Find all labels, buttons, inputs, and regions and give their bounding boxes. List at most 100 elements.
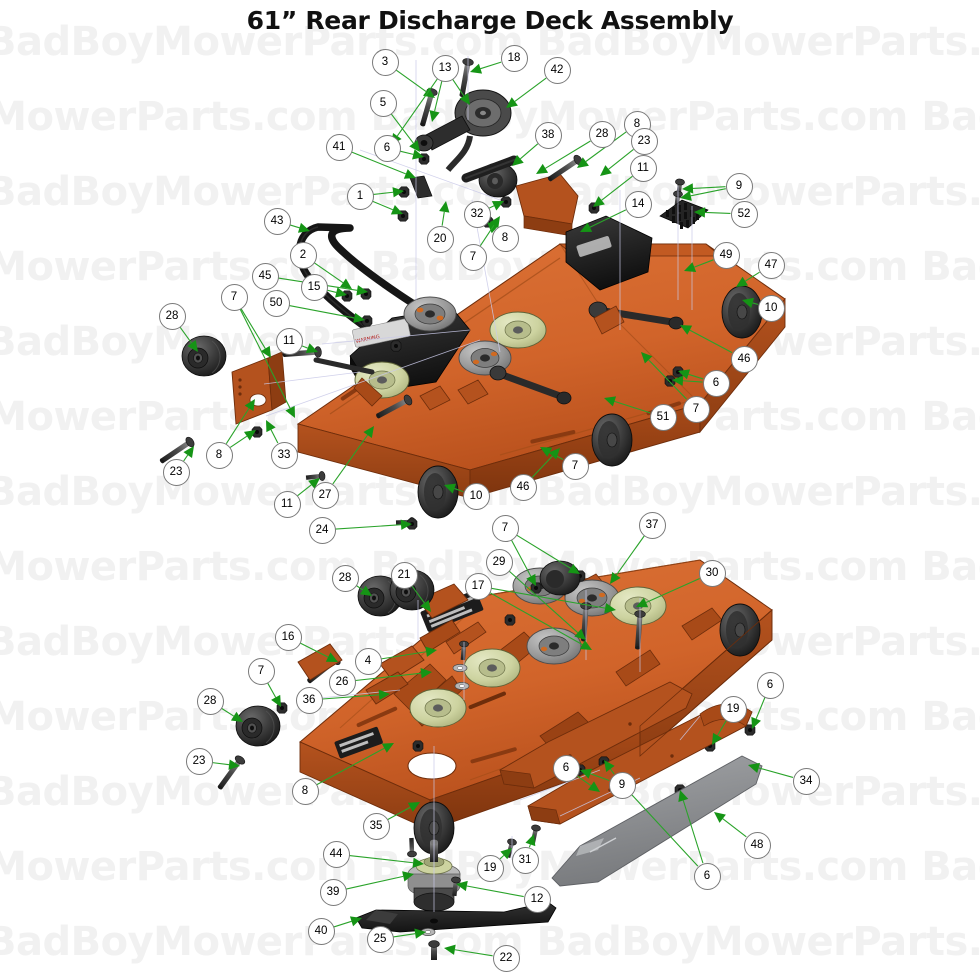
callout-bubble-18[interactable]: 18	[500, 44, 528, 72]
callout-bubble-8[interactable]: 8	[491, 224, 519, 252]
callout-bubble-15[interactable]: 15	[300, 273, 328, 301]
callout-bubble-48[interactable]: 48	[743, 831, 771, 859]
callout-arrowhead	[593, 196, 605, 207]
callout-bubble-28[interactable]: 28	[588, 120, 616, 148]
callout-bubble-14[interactable]: 14	[624, 190, 652, 218]
callout-bubble-23[interactable]: 23	[630, 127, 658, 155]
callout-bubble-46[interactable]: 46	[730, 345, 758, 373]
callout-leader-line	[373, 191, 394, 196]
callout-bubble-16[interactable]: 16	[274, 623, 302, 651]
callout-arrowhead	[244, 399, 255, 412]
callout-bubble-44[interactable]: 44	[322, 840, 350, 868]
callout-bubble-51[interactable]: 51	[649, 403, 677, 431]
callout-bubble-5[interactable]: 5	[369, 89, 397, 117]
callout-bubble-6[interactable]: 6	[702, 369, 730, 397]
callout-bubble-10[interactable]: 10	[462, 482, 490, 510]
callout-bubble-27[interactable]: 27	[311, 481, 339, 509]
callout-bubble-17[interactable]: 17	[464, 572, 492, 600]
lower-deck-assembly	[214, 518, 773, 960]
callout-bubble-46[interactable]: 46	[509, 473, 537, 501]
callout-leader-line	[326, 289, 337, 293]
callout-bubble-19[interactable]: 19	[476, 854, 504, 882]
callout-bubble-50[interactable]: 50	[262, 289, 290, 317]
callout-bubble-30[interactable]: 30	[698, 559, 726, 587]
callout-arrowhead	[230, 711, 243, 722]
callout-bubble-43[interactable]: 43	[263, 207, 291, 235]
callout-bubble-34[interactable]: 34	[792, 767, 820, 795]
callout-bubble-6[interactable]: 6	[693, 862, 721, 890]
callout-bubble-22[interactable]: 22	[492, 944, 520, 972]
callout-bubble-6[interactable]: 6	[756, 671, 784, 699]
callout-leader-line	[531, 455, 553, 478]
callout-arrowhead	[356, 285, 368, 296]
callout-bubble-32[interactable]: 32	[463, 200, 491, 228]
callout-bubble-8[interactable]: 8	[291, 777, 319, 805]
callout-bubble-7[interactable]: 7	[491, 514, 519, 542]
callout-bubble-52[interactable]: 52	[730, 200, 758, 228]
callout-leader-line	[590, 773, 610, 781]
callout-bubble-36[interactable]: 36	[295, 686, 323, 714]
callout-bubble-26[interactable]: 26	[328, 668, 356, 696]
callout-bubble-38[interactable]: 38	[534, 121, 562, 149]
callout-bubble-42[interactable]: 42	[543, 56, 571, 84]
callout-arrowhead	[439, 201, 450, 213]
callout-arrowhead	[349, 916, 362, 927]
callout-bubble-23[interactable]: 23	[162, 458, 190, 486]
callout-bubble-11[interactable]: 11	[275, 327, 303, 355]
mower-blade-bottom	[355, 901, 557, 933]
callout-bubble-45[interactable]: 45	[251, 262, 279, 290]
callout-bubble-21[interactable]: 21	[390, 561, 418, 589]
callout-bubble-35[interactable]: 35	[362, 812, 390, 840]
callout-bubble-41[interactable]: 41	[325, 133, 353, 161]
callout-bubble-1[interactable]: 1	[346, 182, 374, 210]
callout-leader-line	[682, 800, 704, 864]
callout-bubble-12[interactable]: 12	[523, 885, 551, 913]
callout-bubble-13[interactable]: 13	[431, 54, 459, 82]
callout-bubble-33[interactable]: 33	[270, 441, 298, 469]
callout-bubble-23[interactable]: 23	[185, 747, 213, 775]
callout-bubble-2[interactable]: 2	[289, 241, 317, 269]
callout-bubble-7[interactable]: 7	[682, 395, 710, 423]
callout-bubble-7[interactable]: 7	[561, 452, 589, 480]
callout-bubble-20[interactable]: 20	[426, 225, 454, 253]
callout-bubble-28[interactable]: 28	[158, 302, 186, 330]
callout-bubble-31[interactable]: 31	[511, 846, 539, 874]
callout-bubble-4[interactable]: 4	[354, 647, 382, 675]
callout-bubble-8[interactable]: 8	[205, 441, 233, 469]
callout-arrowhead	[353, 312, 365, 324]
callout-arrowhead	[742, 297, 754, 308]
callout-bubble-6[interactable]: 6	[552, 754, 580, 782]
callout-bubble-6[interactable]: 6	[373, 134, 401, 162]
callout-arrowhead	[359, 585, 372, 596]
callout-arrowhead	[187, 340, 198, 352]
callout-bubble-28[interactable]: 28	[331, 564, 359, 592]
callout-bubble-25[interactable]: 25	[366, 925, 394, 953]
callout-leader-line	[316, 747, 385, 786]
callout-bubble-3[interactable]: 3	[371, 48, 399, 76]
callout-bubble-7[interactable]: 7	[247, 657, 275, 685]
callout-bubble-39[interactable]: 39	[319, 878, 347, 906]
callout-bubble-10[interactable]: 10	[757, 294, 785, 322]
callout-leader-line	[393, 933, 416, 938]
callout-bubble-9[interactable]: 9	[725, 172, 753, 200]
callout-leader-line	[240, 308, 266, 349]
deck-rear-bracket	[515, 173, 579, 237]
callout-arrowhead	[183, 446, 194, 459]
callout-bubble-49[interactable]: 49	[712, 241, 740, 269]
callout-bubble-40[interactable]: 40	[307, 917, 335, 945]
callout-bubble-9[interactable]: 9	[608, 771, 636, 799]
callout-leader-line	[372, 200, 394, 211]
callout-bubble-47[interactable]: 47	[757, 251, 785, 279]
callout-arrowhead	[414, 928, 426, 939]
callout-bubble-7[interactable]: 7	[220, 283, 248, 311]
callout-bubble-29[interactable]: 29	[485, 548, 513, 576]
callout-leader-line	[519, 143, 539, 160]
callout-bubble-24[interactable]: 24	[308, 516, 336, 544]
callout-bubble-11[interactable]: 11	[273, 490, 301, 518]
callout-bubble-28[interactable]: 28	[196, 687, 224, 715]
callout-bubble-19[interactable]: 19	[719, 695, 747, 723]
callout-bubble-37[interactable]: 37	[638, 511, 666, 539]
callout-bubble-7[interactable]: 7	[459, 243, 487, 271]
callout-bubble-11[interactable]: 11	[629, 154, 657, 182]
